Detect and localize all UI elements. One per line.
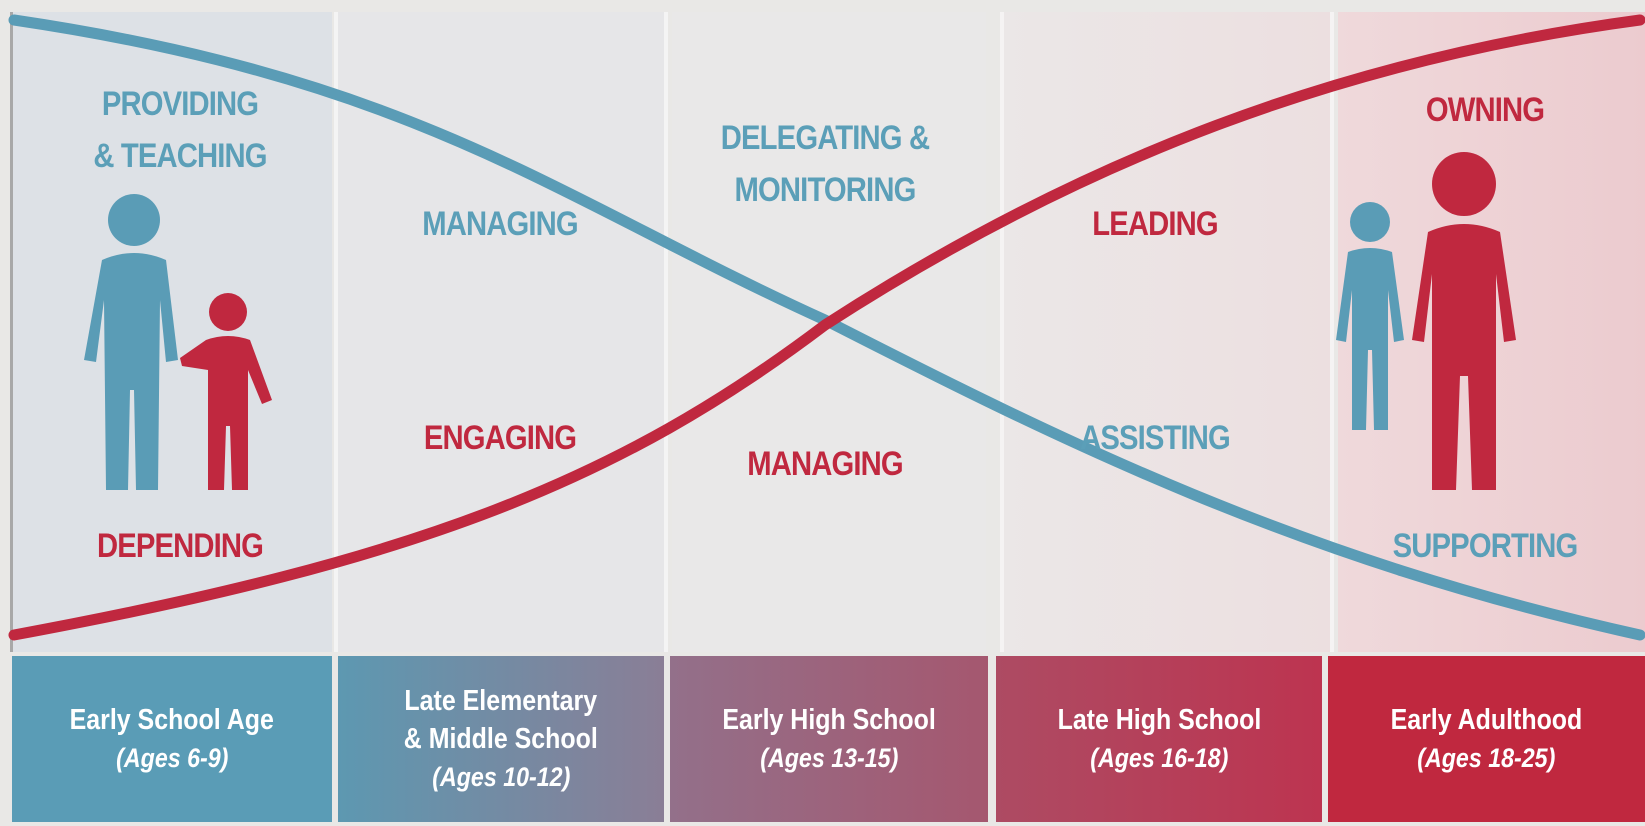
stage-1-period: Early School Age [69, 704, 275, 736]
stage-3-bottom-label: MANAGING [747, 445, 903, 483]
stage-1-ages: (Ages 6-9) [115, 743, 229, 773]
stage-2-bottom-label: ENGAGING [423, 419, 577, 457]
stage-1-bottom-label: DEPENDING [96, 527, 264, 565]
stage-5-top-label: OWNING [1425, 91, 1545, 129]
stage-2-top-label: MANAGING [422, 205, 578, 243]
stage-4-ages: (Ages 16-18) [1089, 743, 1229, 773]
stage-5-ages: (Ages 18-25) [1417, 743, 1556, 773]
stage-3-period: Early High School [722, 704, 936, 736]
adult-child-figure-icon [1336, 202, 1404, 430]
stage-5-age-bar: Early Adulthood (Ages 18-25) [1328, 656, 1645, 822]
stage-4-top-label: LEADING [1092, 205, 1218, 243]
stage-panel-4 [1000, 12, 1334, 652]
role-curves [8, 14, 1645, 641]
left-border-rule [10, 12, 13, 652]
stage-5-period: Early Adulthood [1390, 704, 1583, 736]
stage-4-age-bar: Late High School (Ages 16-18) [996, 656, 1322, 822]
stage-3-ages: (Ages 13-15) [759, 743, 899, 773]
stage-4-bottom-label: ASSISTING [1080, 419, 1231, 457]
stage-1-top-label: PROVIDING & TEACHING [93, 85, 267, 175]
stage-panel-3 [672, 12, 986, 652]
stage-1-age-bar: Early School Age (Ages 6-9) [12, 656, 332, 822]
stage-3-age-bar: Early High School (Ages 13-15) [670, 656, 988, 822]
child-figure-icon [180, 293, 272, 490]
stage-3-top-label: DELEGATING & MONITORING [720, 119, 930, 209]
stage-2-age-bar: Late Elementary & Middle School (Ages 10… [338, 656, 664, 822]
adult-figure-icon [84, 194, 178, 490]
stage-4-period: Late High School [1057, 704, 1261, 736]
stage-2-ages: (Ages 10-12) [431, 762, 571, 792]
stage-5-bottom-label: SUPPORTING [1392, 527, 1579, 565]
adult-figure-icon [1412, 152, 1516, 490]
stage-panels [12, 12, 1645, 652]
stage-2-period: Late Elementary & Middle School [404, 685, 598, 755]
child-role-curve [8, 14, 1645, 641]
